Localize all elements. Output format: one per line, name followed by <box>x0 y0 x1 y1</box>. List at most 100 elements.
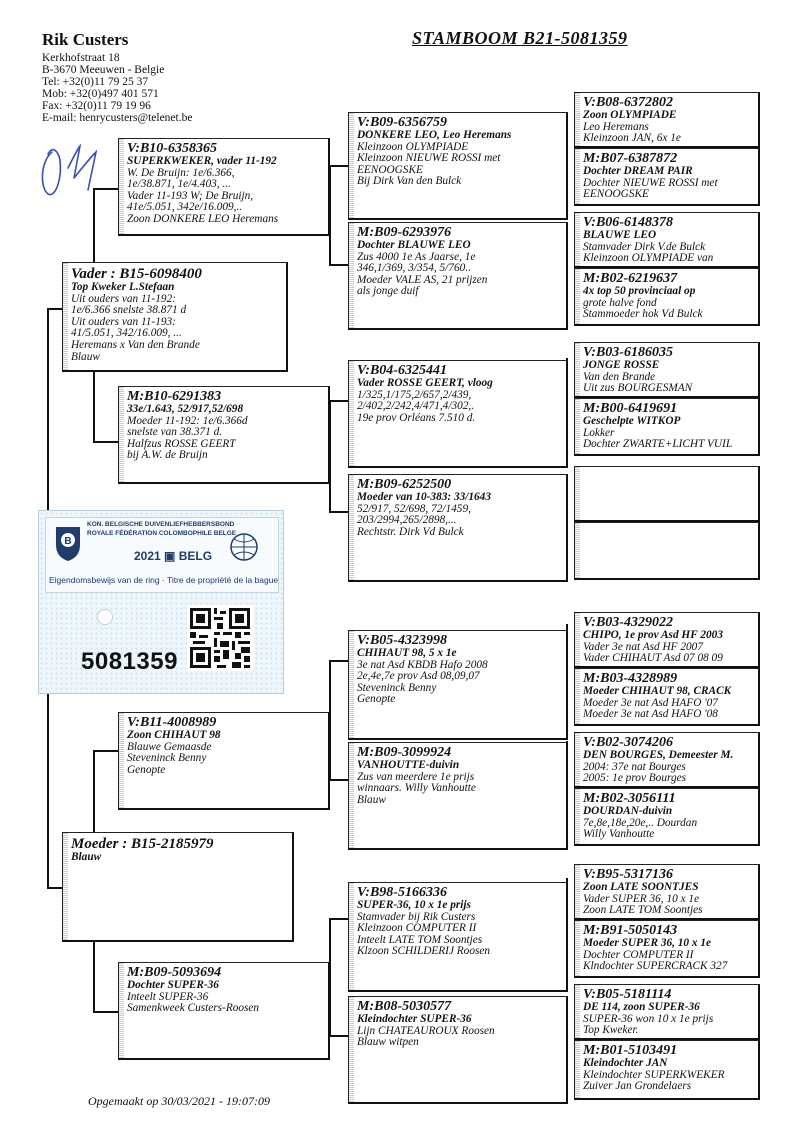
g4-id: V:B08-6372802 <box>583 95 673 110</box>
owner-email: E-mail: henrycusters@telenet.be <box>42 112 193 124</box>
g3-line: Genopte <box>357 693 396 706</box>
g4-box-8-empty <box>574 522 760 580</box>
g4-line: DEN BOURGES, Demeester M. <box>583 749 734 761</box>
g3-id: M:B09-6252500 <box>357 477 452 492</box>
g4-line: Dochter ZWARTE+LICHT VUIL <box>583 438 733 451</box>
connector <box>329 165 349 167</box>
sire-dam-id: M:B10-6291383 <box>127 389 222 404</box>
g4-line: Lokker <box>583 426 615 439</box>
g4-id: M:B01-5103491 <box>583 1043 678 1058</box>
g4-line: Dochter DREAM PAIR <box>583 165 693 177</box>
g4-line: Van den Brande <box>583 370 656 383</box>
g4-line: Stamvader Dirk V.de Bulck <box>583 240 706 253</box>
connector <box>93 750 119 752</box>
g3-line: 3e nat Asd KBDB Hafo 2008 <box>357 658 488 671</box>
g3-line: Rechtstr. Dirk Vd Bulck <box>357 525 464 538</box>
sire-sire-box: V:B10-6358365 SUPERKWEKER, vader 11-192 … <box>118 138 330 236</box>
g4-id: M:B91-5050143 <box>583 923 678 938</box>
g3-line: 19e prov Orléans 7.510 d. <box>357 411 476 424</box>
card-header <box>45 517 279 593</box>
g4-line: SUPER-36 won 10 x 1e prijs <box>583 1012 714 1025</box>
g4-line: Vader CHIHAUT Asd 07 08 09 <box>583 652 723 665</box>
g3-box-4: M:B09-6252500 Moeder van 10-383: 33/1643… <box>348 474 568 582</box>
card-hole <box>97 609 113 625</box>
sire-dam-line: bij A.W. de Bruijn <box>127 449 208 462</box>
connector <box>93 1011 119 1013</box>
g4-box-9: V:B03-4329022 CHIPO, 1e prov Asd HF 2003… <box>574 612 760 668</box>
sire-sire-id: V:B10-6358365 <box>127 141 217 156</box>
connector <box>329 165 331 265</box>
connector <box>329 511 349 513</box>
g4-line: JONGE ROSSE <box>583 359 660 371</box>
g3-box-6: M:B09-3099924 VANHOUTTE-duivin Zus van m… <box>348 742 568 850</box>
dam-sire-line: Genopte <box>127 763 166 776</box>
g3-id: V:B04-6325441 <box>357 363 447 378</box>
g3-box-3: V:B04-6325441 Vader ROSSE GEERT, vloog 1… <box>348 360 568 468</box>
g4-id: M:B02-3056111 <box>583 791 676 806</box>
owner-fax: Fax: +32(0)11 79 19 96 <box>42 100 151 112</box>
sire-dam-box: M:B10-6291383 33e/1.643, 52/917,52/698 M… <box>118 386 330 484</box>
owner-mob: Mob: +32(0)497 401 571 <box>42 88 159 100</box>
g4-line: CHIPO, 1e prov Asd HF 2003 <box>583 629 723 641</box>
g3-line: Moeder VALE AS, 21 prijzen <box>357 273 488 286</box>
g4-line: Uit zus BOURGESMAN <box>583 382 693 395</box>
dam-sire-box: V:B11-4008989 Zoon CHIHAUT 98 Blauwe Gem… <box>118 712 330 810</box>
g4-line: Vader 3e nat Asd HF 2007 <box>583 640 703 653</box>
generated-timestamp: Opgemaakt op 30/03/2021 - 19:07:09 <box>88 1094 270 1108</box>
dam-dam-id: M:B09-5093694 <box>127 965 222 980</box>
g4-id: M:B03-4328989 <box>583 671 678 686</box>
dam-sire-line: Blauwe Gemaasde <box>127 740 212 753</box>
g4-line: Vader SUPER 36, 10 x 1e <box>583 892 700 905</box>
pedigree-title: STAMBOOM B21-5081359 <box>412 28 628 48</box>
g4-line: 2005: 1e prov Bourges <box>583 772 687 785</box>
g3-line: Zus van meerdere 1e prijs <box>357 770 475 783</box>
g4-box-13: V:B95-5317136 Zoon LATE SOONTJES Vader S… <box>574 864 760 920</box>
owner-address2: B-3670 Meeuwen - Belgie <box>42 64 165 76</box>
g4-line: Moeder SUPER 36, 10 x 1e <box>583 937 712 949</box>
sire-line: Heremans x Van den Brande <box>71 338 200 351</box>
g4-id: V:B05-5181114 <box>583 987 672 1002</box>
dam-sire-line: Steveninck Benny <box>127 752 207 765</box>
g4-box-14: M:B91-5050143 Moeder SUPER 36, 10 x 1e D… <box>574 920 760 978</box>
g3-line: VANHOUTTE-duivin <box>357 759 460 771</box>
g3-line: 2e,4e,7e prov Asd 08,09,07 <box>357 670 480 683</box>
sire-dam-line: snelste van 38.371 d. <box>127 426 223 439</box>
svg-text:B: B <box>64 536 71 547</box>
g3-id: M:B08-5030577 <box>357 999 452 1014</box>
g3-line: Blauw <box>357 793 386 806</box>
g3-id: V:B05-4323998 <box>357 633 447 648</box>
g3-box-8: M:B08-5030577 Kleindochter SUPER-36 Lijn… <box>348 996 568 1104</box>
g4-line: Kleindochter JAN <box>583 1057 668 1069</box>
connector <box>329 660 349 662</box>
sire-sire-line: Vader 11-193 W; De Bruijn, <box>127 189 254 202</box>
fci-globe-icon <box>230 533 258 561</box>
sire-box: Vader : B15-6098400 Top Kweker L.Stefaan… <box>62 262 288 372</box>
g4-box-6: M:B00-6419691 Geschelpte WITKOP Lokker D… <box>574 398 760 456</box>
g4-line: Zoon LATE SOONTJES <box>583 881 699 893</box>
g4-id: V:B06-6148378 <box>583 215 673 230</box>
g4-box-4: M:B02-6219637 4x top 50 provinciaal op g… <box>574 268 760 326</box>
dam-box: Moeder : B15-2185979 Blauw <box>62 832 294 942</box>
g4-line: Stammoeder hok Vd Bulck <box>583 308 703 321</box>
g4-box-16: M:B01-5103491 Kleindochter JAN Kleindoch… <box>574 1040 760 1100</box>
g3-line: als jonge duif <box>357 285 419 298</box>
g3-line: Kleinzoon OLYMPIADE <box>357 140 469 153</box>
g3-line: Kleinzoon COMPUTER II <box>357 922 477 935</box>
signature-scribble <box>41 143 98 196</box>
g4-line: 2004: 37e nat Bourges <box>583 760 686 773</box>
connector <box>47 308 63 310</box>
g3-box-7: V:B98-5166336 SUPER-36, 10 x 1e prijs St… <box>348 882 568 992</box>
g3-line: Stamvader bij Rik Custers <box>357 910 476 923</box>
connector <box>329 779 349 781</box>
sire-line: Uit ouders van 11-193: <box>71 315 176 328</box>
g4-line: EENOOGSKE <box>583 188 649 201</box>
sire-sire-line: 41e/5.051, 342e/16.009,.. <box>127 201 243 214</box>
g4-box-7-empty <box>574 466 760 522</box>
g3-line: Kleindochter SUPER-36 <box>357 1013 472 1025</box>
g4-line: Moeder 3e nat Asd HAFO '08 <box>583 708 718 721</box>
g4-box-2: M:B07-6387872 Dochter DREAM PAIR Dochter… <box>574 148 760 206</box>
g4-id: V:B03-4329022 <box>583 615 673 630</box>
g3-box-5: V:B05-4323998 CHIHAUT 98, 5 x 1e 3e nat … <box>348 630 568 740</box>
g4-box-3: V:B06-6148378 BLAUWE LEO Stamvader Dirk … <box>574 212 760 268</box>
connector <box>93 441 119 443</box>
